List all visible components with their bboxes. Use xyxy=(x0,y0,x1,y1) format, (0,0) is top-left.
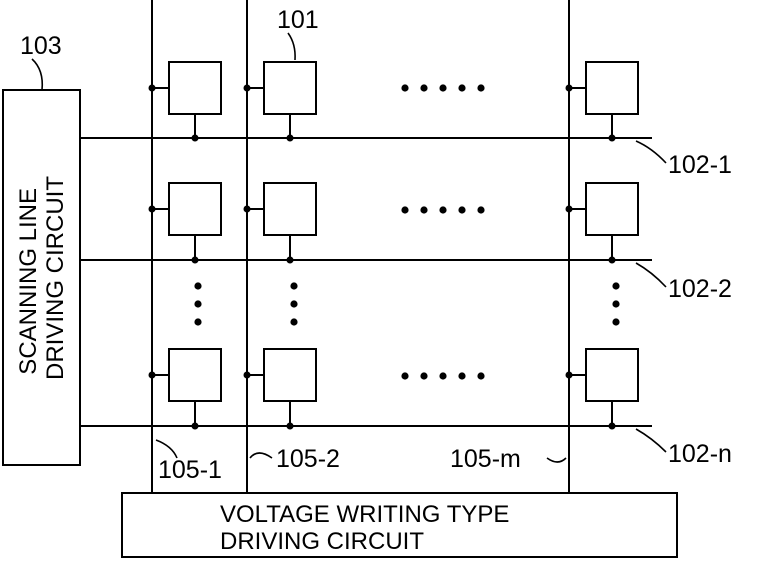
ellipsis-dot xyxy=(477,84,484,91)
ellipsis-dot xyxy=(458,206,465,213)
leader-102-2 xyxy=(636,263,666,287)
leader-103 xyxy=(32,59,42,90)
ellipsis-dot xyxy=(612,318,619,325)
junction-dot xyxy=(609,423,616,430)
ellipsis-dot xyxy=(194,318,201,325)
ellipsis-dot xyxy=(439,206,446,213)
pixel-cell xyxy=(586,62,638,114)
pixel-cell xyxy=(264,62,316,114)
ellipsis-dot xyxy=(401,206,408,213)
ellipsis-dot xyxy=(290,282,297,289)
pixel-cell xyxy=(169,183,221,235)
junction-dot xyxy=(244,206,251,213)
ellipsis-dot xyxy=(420,372,427,379)
junction-dot xyxy=(609,257,616,264)
label-105-m: 105-m xyxy=(450,445,521,473)
junction-dot xyxy=(244,85,251,92)
label-103: 103 xyxy=(20,32,62,60)
junction-dot xyxy=(566,85,573,92)
voltage-circuit-label-1: VOLTAGE WRITING TYPE xyxy=(220,501,509,528)
junction-dot xyxy=(609,135,616,142)
pixel-cells xyxy=(149,62,639,430)
pixel-cell xyxy=(169,62,221,114)
junction-dot xyxy=(192,135,199,142)
label-102-n: 102-n xyxy=(668,440,732,468)
label-102-2: 102-2 xyxy=(668,275,732,303)
leader-101 xyxy=(288,33,295,60)
ellipsis-dot xyxy=(401,84,408,91)
junction-dot xyxy=(566,372,573,379)
pixel-cell xyxy=(169,349,221,401)
leader-102-n xyxy=(636,429,666,452)
junction-dot xyxy=(192,257,199,264)
leader-105-m xyxy=(547,458,566,462)
ellipsis-dot xyxy=(401,372,408,379)
junction-dot xyxy=(287,135,294,142)
scanning-circuit-label: SCANNING LINE DRIVING CIRCUIT xyxy=(15,176,69,380)
ellipsis-dot xyxy=(458,84,465,91)
junction-dot xyxy=(192,423,199,430)
ellipsis-dot xyxy=(439,84,446,91)
junction-dot xyxy=(566,206,573,213)
junction-dot xyxy=(244,372,251,379)
junction-dot xyxy=(287,423,294,430)
junction-dot xyxy=(149,206,156,213)
label-105-2: 105-2 xyxy=(276,445,340,473)
ellipsis-dot xyxy=(477,206,484,213)
pixel-cell xyxy=(264,183,316,235)
label-102-1: 102-1 xyxy=(668,151,732,179)
junction-dot xyxy=(149,372,156,379)
label-101: 101 xyxy=(277,6,319,34)
ellipsis-dots xyxy=(194,84,619,379)
ellipsis-dot xyxy=(420,84,427,91)
ellipsis-dot xyxy=(290,300,297,307)
ellipsis-dot xyxy=(194,282,201,289)
pixel-cell xyxy=(264,349,316,401)
voltage-circuit-label-2: DRIVING CIRCUIT xyxy=(220,528,424,555)
pixel-cell xyxy=(586,183,638,235)
ellipsis-dot xyxy=(612,300,619,307)
label-105-1: 105-1 xyxy=(158,456,222,484)
ellipsis-dot xyxy=(420,206,427,213)
pixel-cell xyxy=(586,349,638,401)
ellipsis-dot xyxy=(458,372,465,379)
ellipsis-dot xyxy=(612,282,619,289)
junction-dot xyxy=(149,85,156,92)
leader-105-2 xyxy=(250,453,272,458)
ellipsis-dot xyxy=(290,318,297,325)
ellipsis-dot xyxy=(439,372,446,379)
scanning-circuit-line-1: SCANNING LINE xyxy=(15,188,42,375)
ellipsis-dot xyxy=(194,300,201,307)
leader-102-1 xyxy=(636,141,666,163)
ellipsis-dot xyxy=(477,372,484,379)
junction-dot xyxy=(287,257,294,264)
scanning-circuit-line-2: DRIVING CIRCUIT xyxy=(42,176,69,380)
